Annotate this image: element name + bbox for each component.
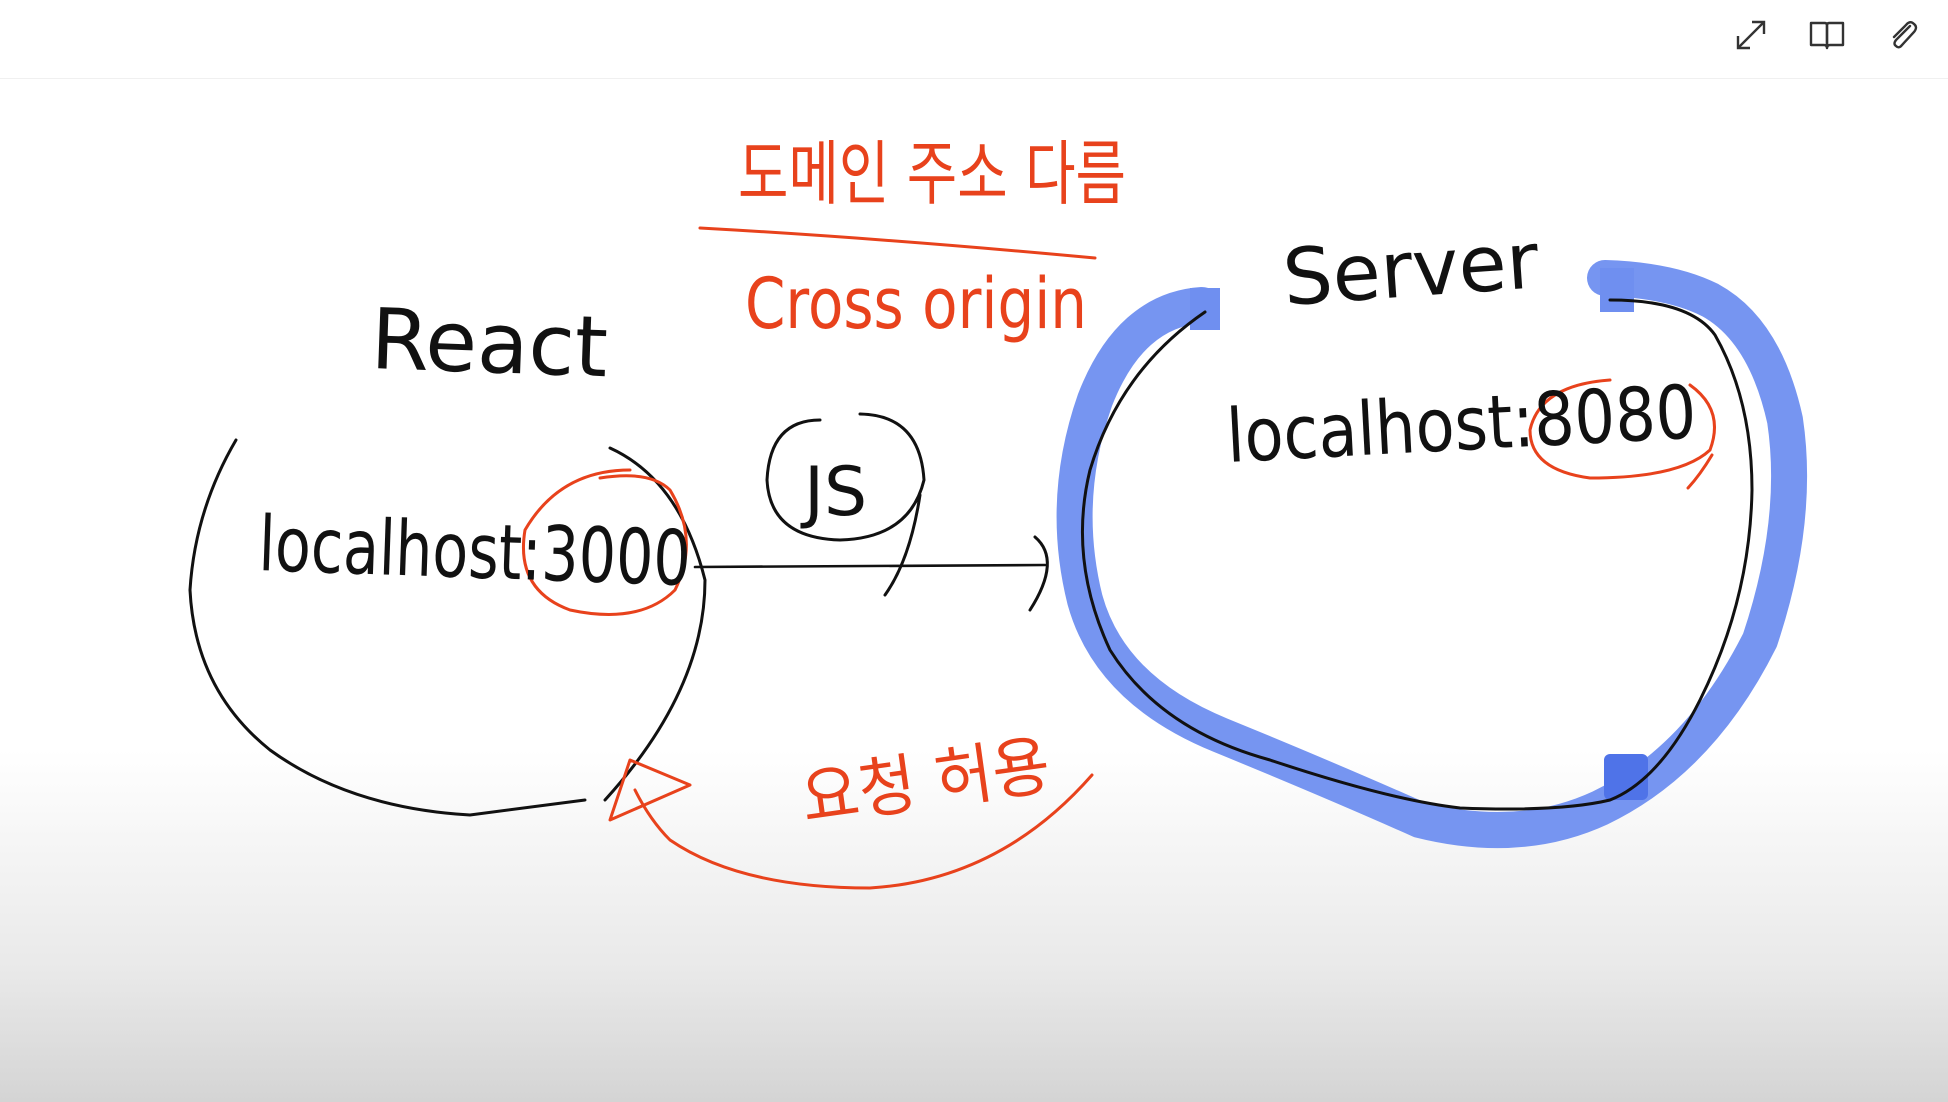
- book-icon: [1809, 21, 1845, 50]
- js-circle: [765, 412, 926, 597]
- toolbar-icons: [1726, 10, 1928, 60]
- request-arrow-head: [1028, 535, 1049, 612]
- response-arrow: [633, 773, 1094, 890]
- annotation-korean: 도메인 주소 다름: [738, 133, 1126, 215]
- attachment-icon: [1892, 21, 1918, 49]
- reader-mode-button[interactable]: [1802, 10, 1852, 60]
- server-title: Server: [1280, 216, 1542, 324]
- expand-icon: [1736, 20, 1766, 50]
- annotation-divider: [698, 226, 1097, 260]
- highlight-cap-right: [1600, 268, 1634, 312]
- attach-button[interactable]: [1878, 10, 1928, 60]
- annotation-english: Cross origin: [745, 263, 1087, 345]
- toolbar: [0, 0, 1948, 79]
- response-label: 요청 허용: [797, 727, 1055, 838]
- request-label: JS: [800, 453, 867, 532]
- client-port-circle: [522, 468, 688, 616]
- server-highlight: [1056, 260, 1808, 849]
- expand-button[interactable]: [1726, 10, 1776, 60]
- server-host: localhost:8080: [1224, 369, 1698, 479]
- server-port-circle: [1528, 378, 1716, 490]
- server-boundary: [1080, 298, 1754, 811]
- highlight-cap-left: [1190, 288, 1220, 330]
- client-host: localhost:3000: [257, 499, 692, 603]
- response-arrow-head: [608, 758, 692, 822]
- client-boundary: [188, 438, 587, 817]
- request-arrow-line: [693, 563, 1047, 569]
- highlight-endpoint: [1604, 754, 1648, 800]
- client-boundary-right: [603, 446, 707, 802]
- client-title: React: [369, 290, 609, 396]
